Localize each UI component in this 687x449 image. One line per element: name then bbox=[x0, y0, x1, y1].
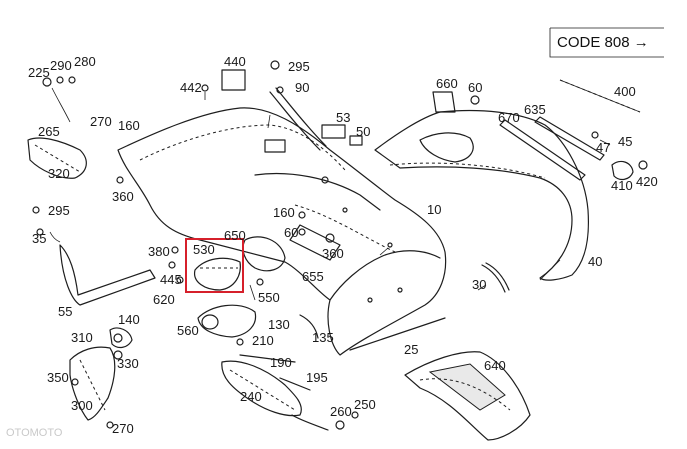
label-655: 655 bbox=[302, 269, 324, 284]
label-420: 420 bbox=[636, 174, 658, 189]
reflector-410 bbox=[611, 160, 648, 181]
label-350: 350 bbox=[47, 370, 69, 385]
label-295: 295 bbox=[48, 203, 70, 218]
label-55: 55 bbox=[58, 304, 72, 319]
label-250: 250 bbox=[354, 397, 376, 412]
upper-trim-right bbox=[374, 79, 641, 281]
wire-195 bbox=[279, 377, 311, 391]
label-140: 140 bbox=[118, 312, 140, 327]
code-label: CODE 808 → bbox=[557, 34, 649, 51]
strip-655 bbox=[289, 224, 341, 261]
highlight-box bbox=[185, 238, 244, 293]
label-295b: 295 bbox=[288, 59, 310, 74]
bumper-cover bbox=[117, 107, 447, 356]
lower-trim-55 bbox=[59, 244, 156, 306]
vent-530 bbox=[194, 257, 241, 291]
label-265: 265 bbox=[38, 124, 60, 139]
label-25: 25 bbox=[404, 342, 418, 357]
label-240: 240 bbox=[240, 389, 262, 404]
label-330: 330 bbox=[117, 356, 139, 371]
label-50: 50 bbox=[356, 124, 370, 139]
label-280: 280 bbox=[74, 54, 96, 69]
label-310: 310 bbox=[71, 330, 93, 345]
label-670: 670 bbox=[498, 110, 520, 125]
label-45: 45 bbox=[618, 134, 632, 149]
label-320: 320 bbox=[48, 166, 70, 181]
label-410: 410 bbox=[611, 178, 633, 193]
watermark: OTOMOTO bbox=[6, 427, 63, 439]
strip-635 bbox=[534, 116, 605, 161]
side-bracket-320 bbox=[27, 137, 87, 179]
label-135: 135 bbox=[312, 330, 334, 345]
label-47: 47 bbox=[596, 140, 610, 155]
clip-660 bbox=[432, 91, 456, 113]
label-360b: 360 bbox=[322, 246, 344, 261]
code-box: CODE 808 → bbox=[549, 27, 664, 58]
lower-bracket-240 bbox=[221, 360, 329, 431]
label-650: 650 bbox=[224, 228, 246, 243]
label-10: 10 bbox=[427, 202, 441, 217]
side-bracket-300 bbox=[69, 346, 116, 421]
label-225: 225 bbox=[28, 65, 50, 80]
strip-25 bbox=[349, 317, 446, 351]
label-620: 620 bbox=[153, 292, 175, 307]
label-160b: 160 bbox=[273, 205, 295, 220]
label-30: 30 bbox=[472, 277, 486, 292]
leader-lines bbox=[49, 87, 611, 301]
label-60b: 60 bbox=[284, 225, 298, 240]
label-635: 635 bbox=[524, 102, 546, 117]
label-550: 550 bbox=[258, 290, 280, 305]
label-270: 270 bbox=[90, 114, 112, 129]
label-445: 445 bbox=[160, 272, 182, 287]
label-35: 35 bbox=[32, 231, 46, 246]
label-210: 210 bbox=[252, 333, 274, 348]
label-300: 300 bbox=[71, 398, 93, 413]
label-270b: 270 bbox=[112, 421, 134, 436]
strip-190 bbox=[239, 354, 296, 363]
label-360: 360 bbox=[112, 189, 134, 204]
label-195: 195 bbox=[306, 370, 328, 385]
label-260: 260 bbox=[330, 404, 352, 419]
label-640: 640 bbox=[484, 358, 506, 373]
trim-130 bbox=[299, 314, 319, 339]
label-440: 440 bbox=[224, 54, 246, 69]
strip-670 bbox=[499, 119, 586, 181]
label-60: 60 bbox=[468, 80, 482, 95]
label-190: 190 bbox=[270, 355, 292, 370]
bracket-310 bbox=[109, 327, 133, 349]
label-560: 560 bbox=[177, 323, 199, 338]
label-53: 53 bbox=[336, 110, 350, 125]
label-660: 660 bbox=[436, 76, 458, 91]
label-442: 442 bbox=[180, 80, 202, 95]
part-labels: 225 290 280 265 270 320 160 360 295 35 5… bbox=[28, 54, 658, 436]
bracket-53 bbox=[321, 124, 363, 146]
trim-30 bbox=[481, 262, 510, 293]
diffuser-640 bbox=[404, 351, 531, 441]
label-290: 290 bbox=[50, 58, 72, 73]
label-130: 130 bbox=[268, 317, 290, 332]
fasteners bbox=[32, 60, 599, 430]
trim-ring-650 bbox=[242, 236, 286, 272]
label-90: 90 bbox=[295, 80, 309, 95]
label-400: 400 bbox=[614, 84, 636, 99]
label-530: 530 bbox=[193, 242, 215, 257]
label-380: 380 bbox=[148, 244, 170, 259]
vent-560 bbox=[197, 304, 257, 338]
label-40: 40 bbox=[588, 254, 602, 269]
clip-440 bbox=[221, 69, 246, 91]
label-160: 160 bbox=[118, 118, 140, 133]
